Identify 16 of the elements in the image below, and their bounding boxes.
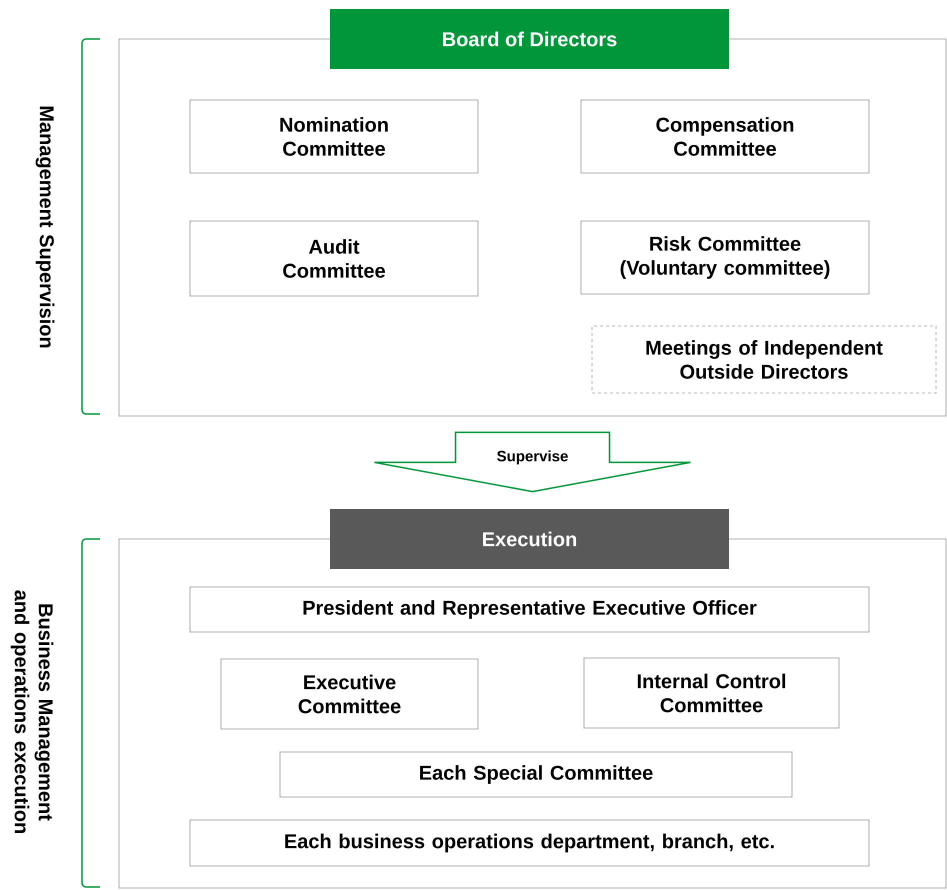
dashed-box: Meetings of Independent Outside Directors [592,326,936,394]
side-label: Management Supervision [36,106,54,348]
committee-box: Risk Committee (Voluntary committee) [580,220,870,294]
committee-box: Internal Control Committee [584,658,840,728]
committee-box: President and Representative Executive Officer [190,586,870,632]
side-label: Business Management and operations execution [10,590,54,833]
edge-label: Supervise [497,450,568,464]
block-arrow [374,432,692,492]
committee-box: Each business operations department, branch, etc. [190,820,870,866]
heading-tab: Execution [330,509,729,569]
committee-box: Each Special Committee [280,752,792,798]
heading-tab: Board of Directors [330,9,729,69]
committee-box: Nomination Committee [190,100,478,174]
committee-box: Compensation Committee [580,100,870,174]
committee-box: Audit Committee [190,220,478,296]
committee-box: Executive Committee [220,658,478,730]
